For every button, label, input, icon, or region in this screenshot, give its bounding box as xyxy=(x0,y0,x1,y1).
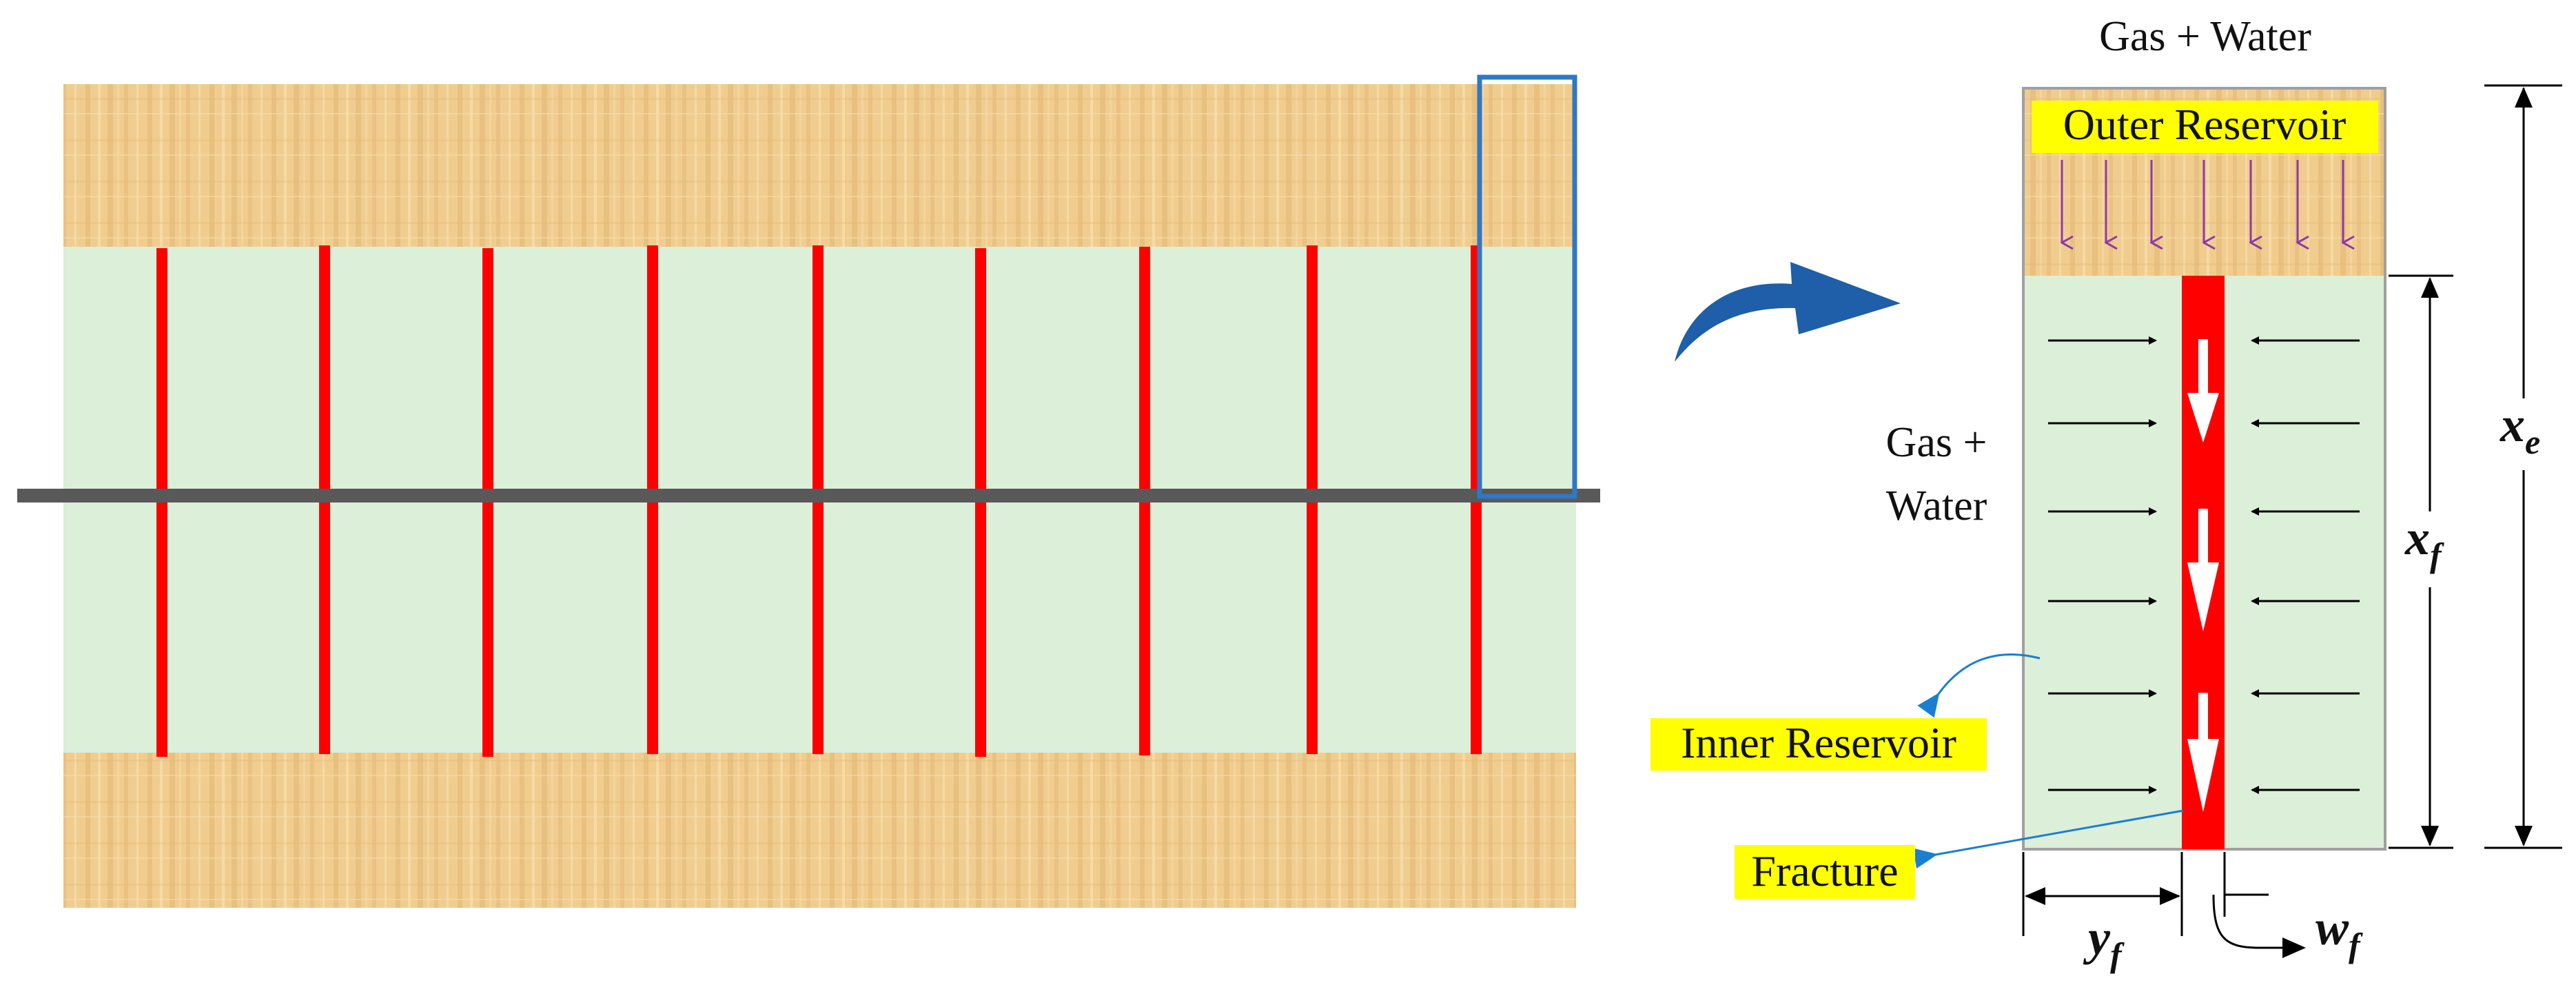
fracture-down-arrow-icon xyxy=(2187,509,2219,631)
outer-reservoir-label-highlight xyxy=(2032,101,2378,153)
side-inflow-label-line1: Gas + xyxy=(1886,419,1987,466)
top-inflow-label: Gas + Water xyxy=(2099,13,2311,60)
inner-flow-arrows-right xyxy=(2251,336,2360,794)
fracture-flow-arrows xyxy=(2187,339,2219,812)
inner-reservoir-pointer-icon xyxy=(1917,653,2041,718)
inner-flow-arrows-left xyxy=(2048,336,2157,794)
xe-label: xe xyxy=(2500,397,2540,461)
outer-reservoir-label: Outer Reservoir xyxy=(2063,100,2347,149)
fracture-label: Fracture xyxy=(1751,846,1898,895)
curved-transition-arrow-icon xyxy=(1675,262,1901,362)
xf-label: xf xyxy=(2404,510,2444,574)
right-panel: Gas + Water Outer Reservoir xyxy=(1650,13,2562,974)
outer-reservoir-bottom xyxy=(63,753,1576,908)
fracture-label-highlight xyxy=(1735,845,1915,899)
yf-dimension xyxy=(2022,852,2183,936)
side-inflow-label-line2: Water xyxy=(1886,483,1987,529)
outer-flow-arrows xyxy=(2062,160,2343,243)
fracture-down-arrow-icon xyxy=(2187,339,2219,443)
xf-label-bg xyxy=(2401,511,2459,587)
left-panel xyxy=(17,74,1600,908)
selection-highlight-box xyxy=(1477,74,1577,499)
outer-reservoir-top xyxy=(63,84,1576,247)
wf-dimension xyxy=(2212,852,2306,958)
fracture-pointer-icon xyxy=(1912,809,2184,869)
horizontal-wellbore xyxy=(17,489,1600,502)
wf-label: wf xyxy=(2316,900,2363,964)
fracture-down-arrow-icon xyxy=(2187,693,2219,812)
xe-label-bg xyxy=(2495,398,2553,470)
inner-reservoir-label: Inner Reservoir xyxy=(1681,718,1956,767)
yf-label: yf xyxy=(2083,910,2125,974)
inner-reservoir-label-highlight xyxy=(1650,718,1987,771)
